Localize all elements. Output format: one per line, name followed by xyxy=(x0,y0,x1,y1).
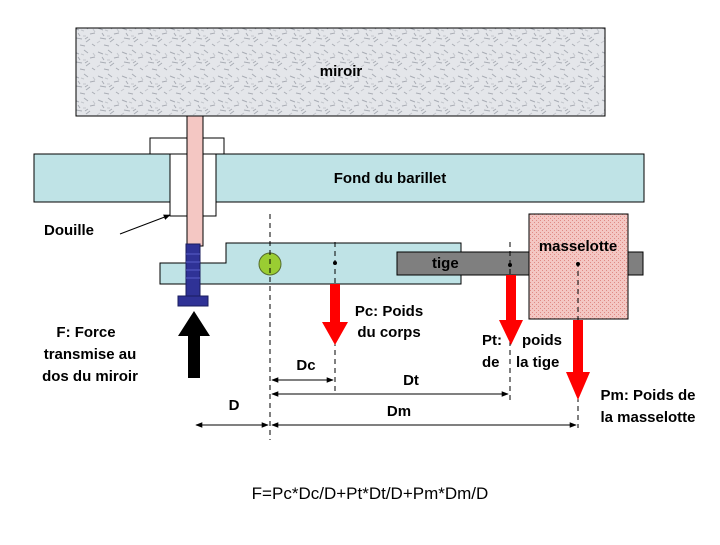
mirror-block xyxy=(75,27,606,117)
body-weight-label-line1: Pc: Poids xyxy=(355,303,423,320)
body-weight-arrow xyxy=(322,284,348,345)
d-dimension-label: D xyxy=(229,397,240,414)
mass-weight-label-line2: la masselotte xyxy=(600,409,695,426)
dt-dimension-label: Dt xyxy=(403,372,419,389)
body-weight-label-line2: du corps xyxy=(357,324,420,341)
lever-body xyxy=(159,242,462,285)
force-label-line2: transmise au xyxy=(44,346,137,363)
mass-weight-arrow xyxy=(566,320,590,400)
cell-bottom-label: Fond du barillet xyxy=(334,170,447,187)
rod-weight-label-line1a: Pt: xyxy=(482,332,502,349)
dc-dimension-label: Dc xyxy=(296,357,315,374)
balance-formula: F=Pc*Dc/D+Pt*Dt/D+Pm*Dm/D xyxy=(252,484,489,503)
mass-weight-label-line1: Pm: Poids de xyxy=(600,387,695,404)
force-label-line1: F: Force xyxy=(56,324,115,341)
rod-weight-arrow xyxy=(499,275,523,345)
cell-bottom-plate xyxy=(33,153,645,203)
force-label-line3: dos du miroir xyxy=(42,368,138,385)
rod-weight-label-line1b: poids xyxy=(522,332,562,349)
mirror-label: miroir xyxy=(320,63,363,80)
counterweight-label: masselotte xyxy=(539,238,617,255)
rod-label: tige xyxy=(432,255,459,272)
rod-weight-label-line2b: la tige xyxy=(516,354,559,371)
dm-dimension-label: Dm xyxy=(387,403,411,420)
force-arrow xyxy=(178,311,210,378)
pushrod-tube xyxy=(186,115,204,247)
bushing-label: Douille xyxy=(44,222,94,239)
bushing-leader-line xyxy=(119,214,171,235)
rod-weight-label-line2a: de xyxy=(482,354,500,371)
screw-head xyxy=(177,295,209,307)
